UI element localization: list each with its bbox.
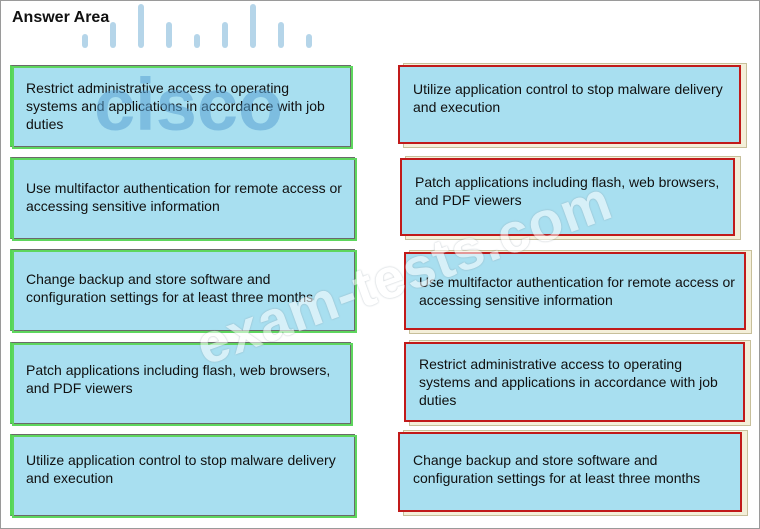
right-item-2[interactable]: Patch applications including flash, web … <box>400 156 741 240</box>
left-item-2-text: Use multifactor authentication for remot… <box>26 180 342 214</box>
left-item-1-text: Restrict administrative access to operat… <box>26 80 325 132</box>
right-item-5-text: Change backup and store software and con… <box>413 452 701 486</box>
right-item-4[interactable]: Restrict administrative access to operat… <box>404 340 751 426</box>
left-item-5-text: Utilize application control to stop malw… <box>26 452 336 486</box>
right-item-1[interactable]: Utilize application control to stop malw… <box>398 63 747 148</box>
right-item-3[interactable]: Use multifactor authentication for remot… <box>404 250 752 334</box>
left-item-5[interactable]: Utilize application control to stop malw… <box>10 434 357 518</box>
left-item-4-text: Patch applications including flash, web … <box>26 362 331 396</box>
right-item-3-text: Use multifactor authentication for remot… <box>419 274 735 308</box>
right-item-4-text: Restrict administrative access to operat… <box>419 356 718 408</box>
right-item-5[interactable]: Change backup and store software and con… <box>398 430 748 516</box>
right-item-2-text: Patch applications including flash, web … <box>415 174 720 208</box>
left-item-2[interactable]: Use multifactor authentication for remot… <box>10 157 357 241</box>
answer-area-title: Answer Area <box>12 9 110 26</box>
left-item-3-text: Change backup and store software and con… <box>26 271 314 305</box>
left-item-3[interactable]: Change backup and store software and con… <box>10 249 357 333</box>
right-item-1-text: Utilize application control to stop malw… <box>413 81 723 115</box>
left-item-1[interactable]: Restrict administrative access to operat… <box>10 65 353 149</box>
left-item-4[interactable]: Patch applications including flash, web … <box>10 342 353 426</box>
